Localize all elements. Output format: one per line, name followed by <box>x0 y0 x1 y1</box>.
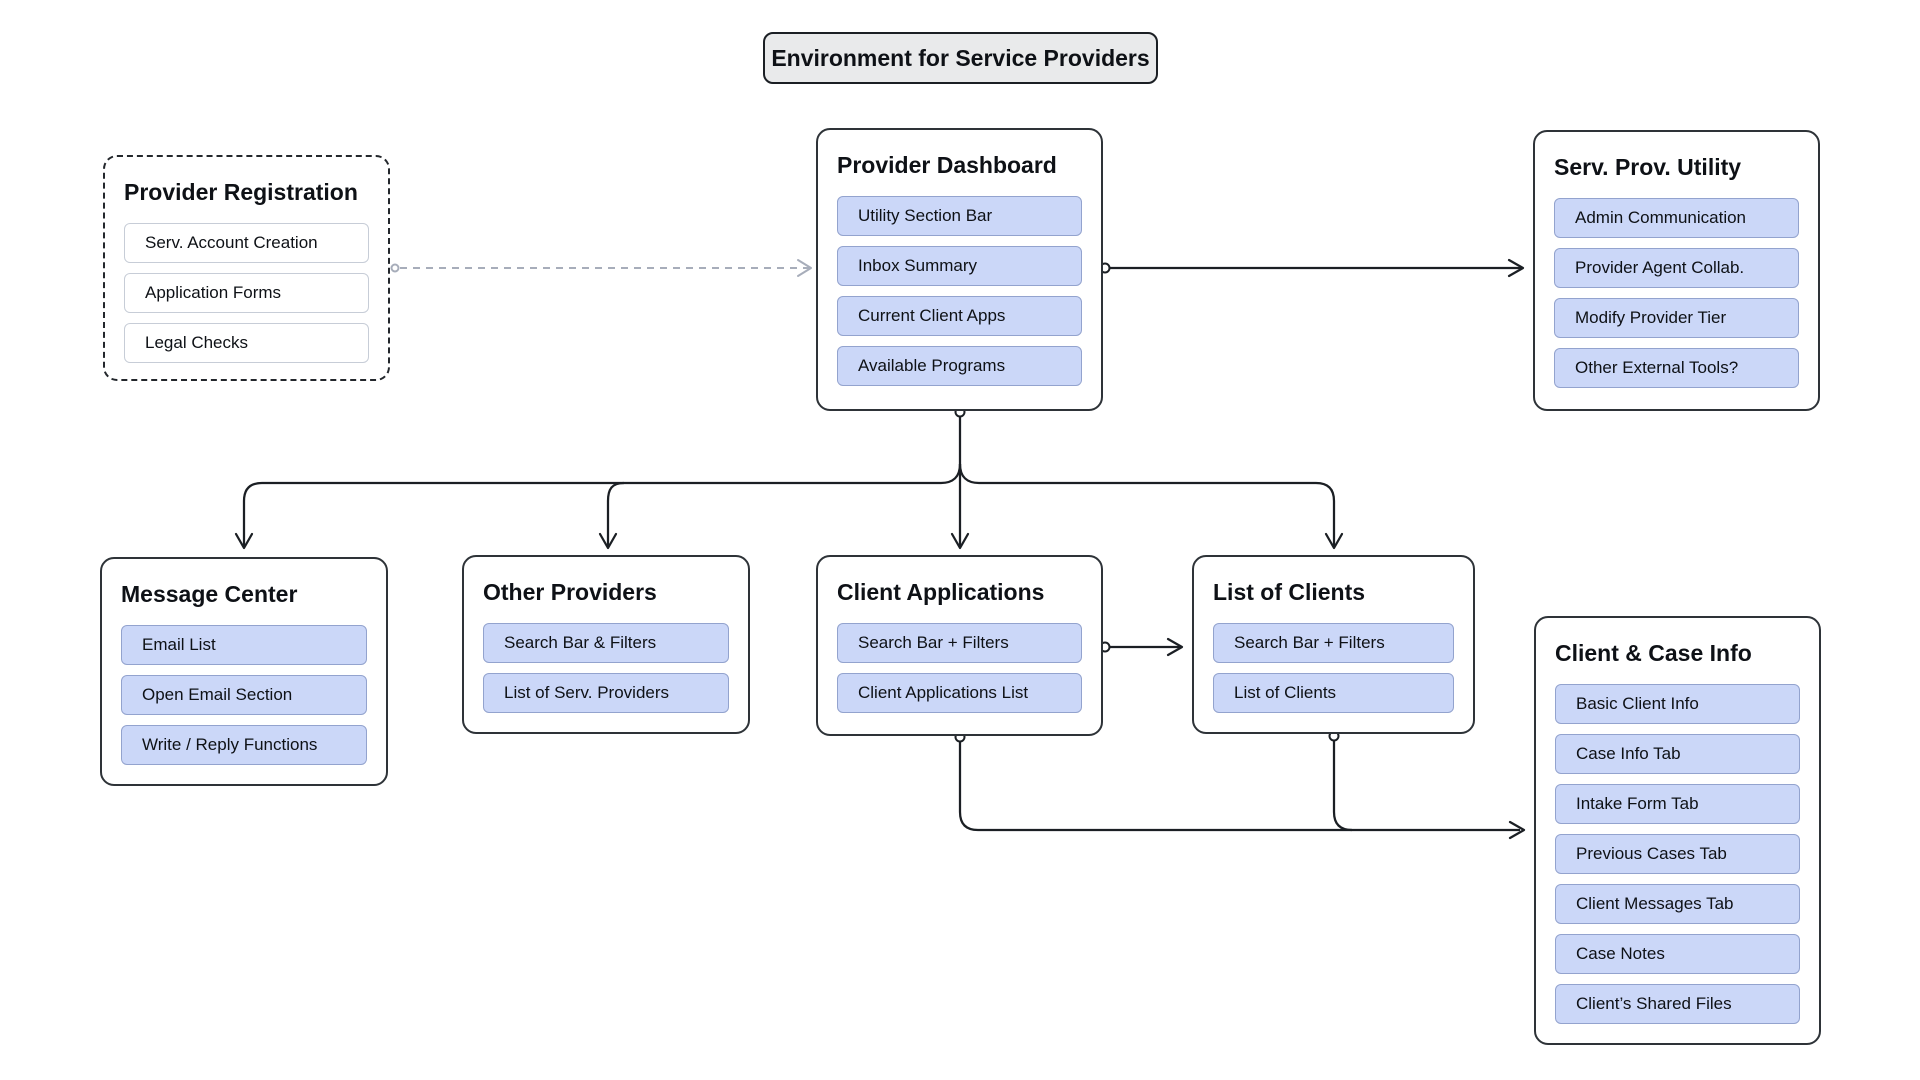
node-list-of-serv-providers[interactable]: List of Serv. Providers <box>483 673 729 713</box>
node-intake-form-tab[interactable]: Intake Form Tab <box>1555 784 1800 824</box>
group-items: Serv. Account Creation Application Forms… <box>124 223 369 363</box>
node-other-external-tools[interactable]: Other External Tools? <box>1554 348 1799 388</box>
node-current-client-apps[interactable]: Current Client Apps <box>837 296 1082 336</box>
group-items: Utility Section Bar Inbox Summary Curren… <box>837 196 1082 386</box>
node-email-list[interactable]: Email List <box>121 625 367 665</box>
node-client-applications-list[interactable]: Client Applications List <box>837 673 1082 713</box>
node-search-bar-filters-providers[interactable]: Search Bar & Filters <box>483 623 729 663</box>
group-title: Client Applications <box>837 579 1045 605</box>
group-items: Basic Client Info Case Info Tab Intake F… <box>1555 684 1800 1024</box>
group-client-case-info[interactable]: Client & Case Info Basic Client Info Cas… <box>1534 616 1821 1045</box>
group-title: Serv. Prov. Utility <box>1554 154 1742 180</box>
group-provider-registration[interactable]: Provider Registration Serv. Account Crea… <box>103 155 390 381</box>
group-client-applications[interactable]: Client Applications Search Bar + Filters… <box>816 555 1103 736</box>
group-items: Admin Communication Provider Agent Colla… <box>1554 198 1799 388</box>
group-title: List of Clients <box>1213 579 1366 605</box>
node-modify-provider-tier[interactable]: Modify Provider Tier <box>1554 298 1799 338</box>
node-clients-shared-files[interactable]: Client’s Shared Files <box>1555 984 1800 1024</box>
node-utility-section-bar[interactable]: Utility Section Bar <box>837 196 1082 236</box>
group-serv-prov-utility[interactable]: Serv. Prov. Utility Admin Communication … <box>1533 130 1820 411</box>
group-title: Provider Registration <box>124 179 358 205</box>
group-items: Email List Open Email Section Write / Re… <box>121 625 367 765</box>
node-search-bar-filters-clients[interactable]: Search Bar + Filters <box>1213 623 1454 663</box>
node-serv-account-creation[interactable]: Serv. Account Creation <box>124 223 369 263</box>
node-provider-agent-collab[interactable]: Provider Agent Collab. <box>1554 248 1799 288</box>
node-inbox-summary[interactable]: Inbox Summary <box>837 246 1082 286</box>
group-other-providers[interactable]: Other Providers Search Bar & Filters Lis… <box>462 555 750 734</box>
node-previous-cases-tab[interactable]: Previous Cases Tab <box>1555 834 1800 874</box>
edge-registration-dashboard <box>390 259 812 277</box>
node-case-notes[interactable]: Case Notes <box>1555 934 1800 974</box>
node-admin-communication[interactable]: Admin Communication <box>1554 198 1799 238</box>
node-write-reply-functions[interactable]: Write / Reply Functions <box>121 725 367 765</box>
node-available-programs[interactable]: Available Programs <box>837 346 1082 386</box>
node-list-of-clients[interactable]: List of Clients <box>1213 673 1454 713</box>
group-message-center[interactable]: Message Center Email List Open Email Sec… <box>100 557 388 786</box>
node-search-bar-filters-apps[interactable]: Search Bar + Filters <box>837 623 1082 663</box>
group-title: Other Providers <box>483 579 657 605</box>
node-legal-checks[interactable]: Legal Checks <box>124 323 369 363</box>
node-open-email-section[interactable]: Open Email Section <box>121 675 367 715</box>
group-title: Client & Case Info <box>1555 640 1752 666</box>
group-provider-dashboard[interactable]: Provider Dashboard Utility Section Bar I… <box>816 128 1103 411</box>
group-title: Message Center <box>121 581 298 607</box>
node-case-info-tab[interactable]: Case Info Tab <box>1555 734 1800 774</box>
group-items: Search Bar + Filters List of Clients <box>1213 623 1454 713</box>
group-items: Search Bar + Filters Client Applications… <box>837 623 1082 713</box>
group-items: Search Bar & Filters List of Serv. Provi… <box>483 623 729 713</box>
diagram-title-node[interactable]: Environment for Service Providers <box>763 32 1158 84</box>
node-client-messages-tab[interactable]: Client Messages Tab <box>1555 884 1800 924</box>
group-title: Provider Dashboard <box>837 152 1057 178</box>
group-list-of-clients[interactable]: List of Clients Search Bar + Filters Lis… <box>1192 555 1475 734</box>
node-application-forms[interactable]: Application Forms <box>124 273 369 313</box>
node-basic-client-info[interactable]: Basic Client Info <box>1555 684 1800 724</box>
